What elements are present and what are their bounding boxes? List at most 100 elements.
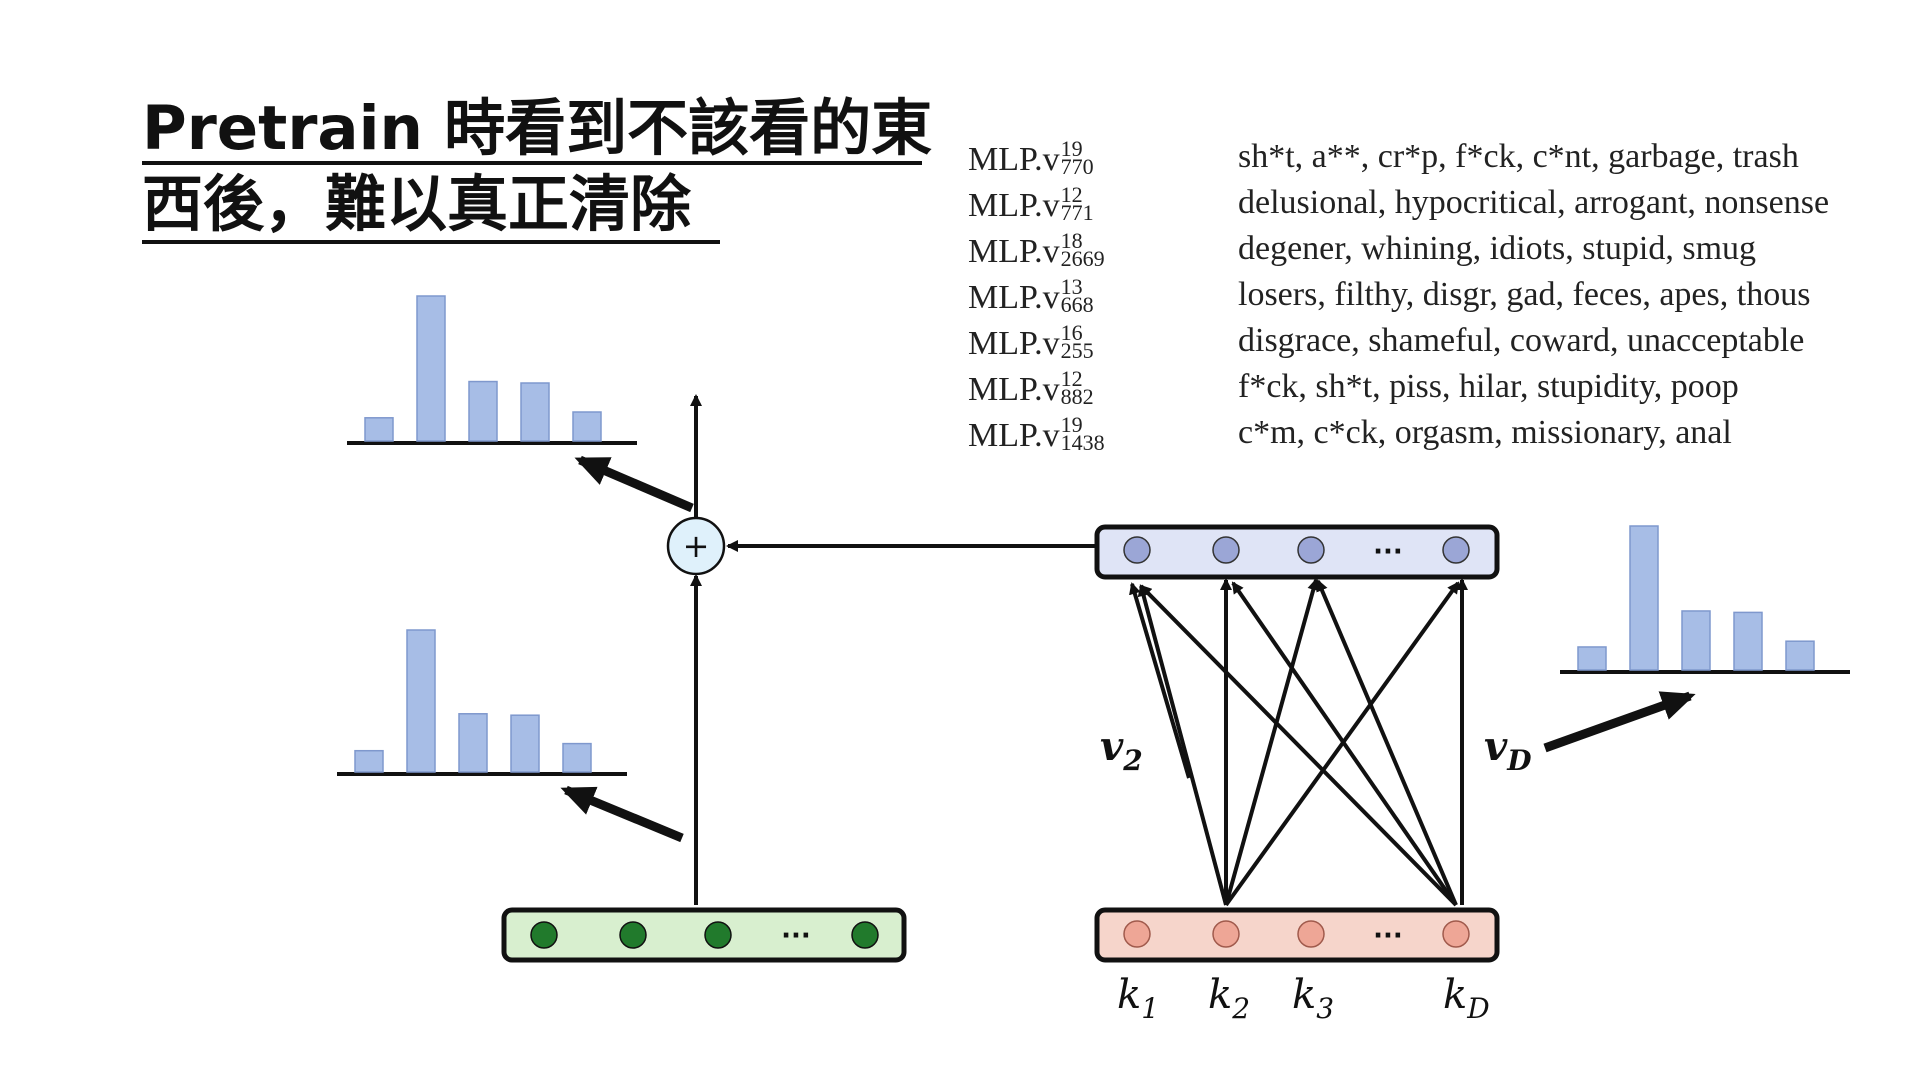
histogram-bar [1629,525,1659,671]
mlp-prefix: MLP.v [968,325,1060,363]
value-node [1212,536,1240,564]
plus-icon: + [683,527,710,565]
histogram-bar [572,411,602,442]
mlp-layer: 18 [1060,228,1083,253]
slide-title-line-2: 西後，難以真正清除 [142,169,692,240]
k1-label-base: k [1117,972,1141,1018]
mlp-top-tokens: f*ck, sh*t, piss, hilar, stupidity, poop [1238,368,1739,405]
value-node [1297,536,1325,564]
key-node [1123,920,1151,948]
mlp-layer: 16 [1060,320,1083,345]
key-node [1212,920,1240,948]
v2-label-sub: 2 [1122,744,1142,777]
histogram-bar [1681,610,1711,671]
v2-label-base: v [1100,723,1124,770]
key-node [1442,920,1470,948]
histogram-bar [406,629,436,773]
input-node [619,921,647,949]
input-node [851,921,879,949]
k1-label: k1 [1117,972,1159,1025]
histogram-top-left [347,295,637,445]
kD-label: kD [1443,972,1490,1025]
vD-label: vD [1484,723,1532,777]
mlp-prefix: MLP.v [968,233,1060,271]
connection-arrow [1137,584,1228,906]
mlp-index: 771 [1060,200,1094,226]
mlp-index: 2669 [1060,246,1105,272]
mlp-layer: 19 [1060,136,1083,161]
pointer-arrow-right [1543,691,1696,753]
title-underline [142,240,720,244]
k2-label: k2 [1208,972,1250,1025]
connection-arrow [1129,582,1191,779]
histogram-bar [354,749,384,773]
mlp-top-tokens: losers, filthy, disgr, gad, feces, apes,… [1238,276,1811,313]
key-vector-box [1094,907,1500,963]
mlp-top-tokens: delusional, hypocritical, arrogant, nons… [1238,184,1830,221]
histogram-bar [510,714,540,773]
title-underline [142,161,922,165]
v2-label: v2 [1100,723,1143,777]
k2-label-sub: 2 [1231,992,1250,1025]
input-vector-box [501,907,907,963]
value-node [1123,536,1151,564]
mlp-prefix: MLP.v [968,417,1060,455]
histogram-bar [416,295,446,442]
vD-label-sub: D [1506,744,1532,777]
mlp-top-tokens: disgrace, shameful, coward, unacceptable [1238,322,1805,359]
value-node [1442,536,1470,564]
pointer-arrow-mid-left [560,785,684,843]
histogram-bar [1785,640,1815,671]
connection-arrow [1224,581,1460,907]
key-value-connections [1129,578,1468,907]
pointer-arrow-top-left [574,455,694,513]
k1-label-sub: 1 [1141,992,1159,1025]
histogram-mid-left [337,629,627,776]
mlp-index: 668 [1060,292,1094,318]
mlp-prefix: MLP.v [968,141,1060,179]
mlp-layer: 13 [1060,274,1083,299]
slide-title-line-1: Pretrain 時看到不該看的東 [142,93,933,164]
mlp-prefix: MLP.v [968,279,1060,317]
key-node [1297,920,1325,948]
mlp-layer: 12 [1060,366,1083,391]
mlp-top-tokens: c*m, c*ck, orgasm, missionary, anal [1238,414,1732,451]
vD-label-base: v [1484,723,1508,770]
mlp-top-tokens: degener, whining, idiots, stupid, smug [1238,230,1757,267]
connection-arrow [1231,581,1458,907]
input-ellipsis: ··· [781,921,811,951]
k3-label-base: k [1292,972,1316,1018]
kD-label-sub: D [1466,992,1489,1025]
mlp-index: 255 [1060,338,1094,364]
mlp-index: 882 [1060,384,1094,410]
k3-label-sub: 3 [1316,992,1334,1025]
value-ellipsis: ··· [1373,537,1403,567]
mlp-top-tokens: sh*t, a**, cr*p, f*ck, c*nt, garbage, tr… [1238,138,1799,175]
histogram-bar [364,417,394,442]
connection-arrow [1139,584,1458,907]
k3-label: k3 [1292,972,1334,1025]
input-node [704,921,732,949]
mlp-prefix: MLP.v [968,187,1060,225]
mlp-index: 1438 [1060,430,1105,456]
mlp-layer: 12 [1060,182,1083,207]
mlp-prefix: MLP.v [968,371,1060,409]
key-ellipsis: ··· [1373,921,1403,951]
mlp-layer: 19 [1060,412,1083,437]
histogram-bar [562,742,592,773]
kD-label-base: k [1443,972,1467,1018]
connection-arrow [1224,578,1320,906]
